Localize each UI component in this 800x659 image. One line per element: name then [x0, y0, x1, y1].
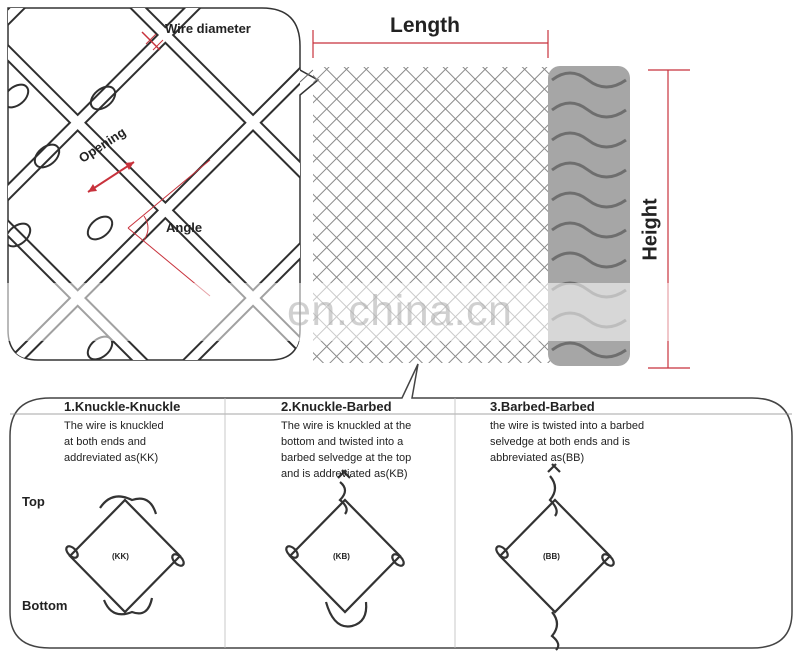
length-label: Length: [390, 14, 460, 37]
types-callout: [9, 363, 793, 649]
desc-line: The wire is knuckled at the: [281, 420, 412, 432]
bb-code: (BB): [543, 552, 560, 561]
bb-diamond: [495, 463, 615, 651]
desc-line: and is addreviated as(KB): [281, 468, 408, 480]
desc-line: addreviated as(KK): [64, 452, 159, 464]
roll-wave: [551, 101, 627, 119]
type-desc-kk: The wire is knuckled at both ends and ad…: [64, 418, 164, 466]
roll-wave: [551, 191, 627, 209]
roll-wave: [551, 251, 627, 269]
angle-label: Angle: [166, 220, 203, 235]
type-desc-bb: the wire is twisted into a barbed selved…: [490, 418, 644, 466]
length-dimension: [312, 30, 549, 58]
type-title-bb: 3.Barbed-Barbed: [490, 399, 595, 414]
roll-wave: [551, 341, 627, 359]
desc-line: The wire is knuckled: [64, 420, 164, 432]
type-desc-kb: The wire is knuckled at the bottom and t…: [281, 418, 411, 482]
type-title-kb: 2.Knuckle-Barbed: [281, 399, 392, 414]
bottom-label: Bottom: [22, 598, 68, 613]
type-title-kk: 1.Knuckle-Knuckle: [64, 399, 181, 414]
kk-code: (KK): [112, 552, 129, 561]
roll-wave: [551, 161, 627, 179]
desc-line: at both ends and: [64, 436, 146, 448]
kb-code: (KB): [333, 552, 350, 561]
height-label: Height: [639, 198, 662, 261]
roll-wave: [551, 71, 627, 89]
roll-wave: [551, 221, 627, 239]
desc-line: abbreviated as(BB): [490, 452, 585, 464]
kb-diamond: [285, 469, 405, 628]
desc-line: barbed selvedge at the top: [281, 452, 412, 464]
desc-line: selvedge at both ends and is: [490, 436, 631, 448]
desc-line: the wire is twisted into a barbed: [490, 420, 645, 432]
watermark-text: en.china.cn: [287, 287, 513, 335]
top-label: Top: [22, 494, 45, 509]
kk-diamond: [65, 495, 185, 616]
wire-diameter-label: Wire diameter: [165, 21, 251, 36]
desc-line: bottom and twisted into a: [281, 436, 404, 448]
roll-wave: [551, 131, 627, 149]
watermark-band: [0, 283, 800, 341]
